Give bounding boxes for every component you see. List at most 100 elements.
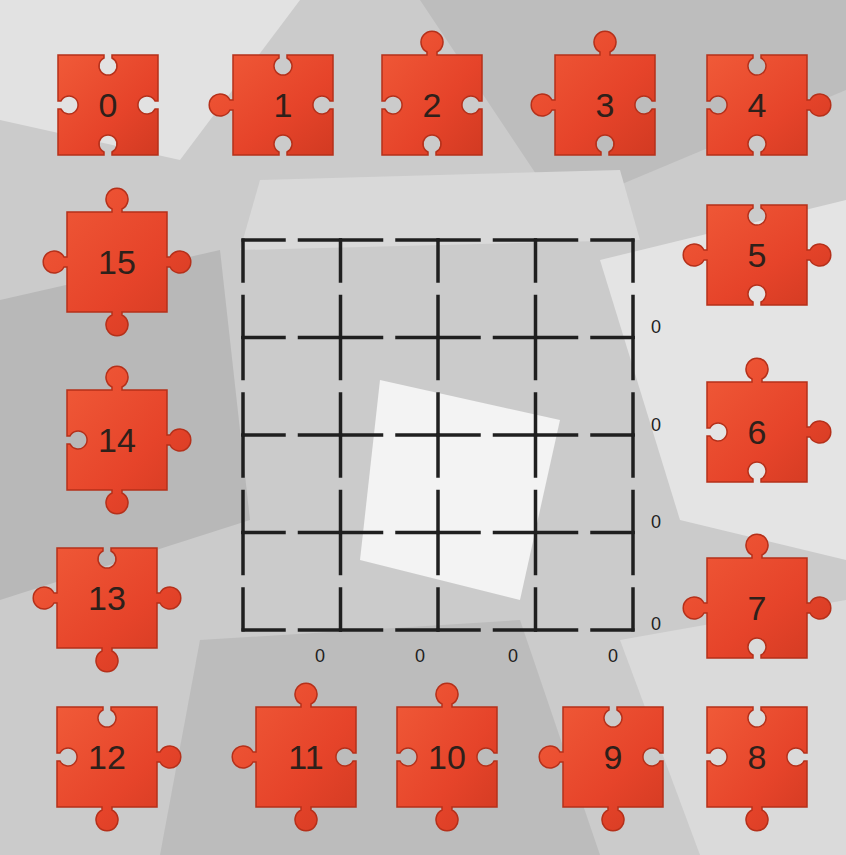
- grid-line: [436, 295, 440, 339]
- grid-count: 0: [415, 647, 425, 665]
- grid-line: [590, 238, 634, 242]
- grid-line: [241, 239, 245, 283]
- grid-count: 0: [651, 615, 661, 633]
- grid-line: [631, 239, 635, 283]
- piece-number: 15: [98, 245, 136, 279]
- puzzle-piece: 14: [67, 390, 167, 490]
- grid-line: [241, 531, 245, 575]
- grid-line: [437, 531, 481, 535]
- piece-number: 8: [748, 740, 767, 774]
- grid-line: [436, 490, 440, 534]
- grid-line: [241, 434, 245, 478]
- puzzle-piece: 5: [707, 205, 807, 305]
- grid-line: [339, 587, 343, 631]
- grid-line: [298, 336, 342, 340]
- piece-shape: [67, 366, 191, 514]
- grid-line: [631, 434, 635, 478]
- grid-line: [493, 238, 537, 242]
- grid-line: [436, 336, 440, 380]
- grid-line: [534, 238, 578, 242]
- grid-line: [631, 490, 635, 534]
- grid-line: [339, 336, 343, 380]
- piece-number: 13: [88, 581, 126, 615]
- grid-line: [241, 295, 245, 339]
- grid-line: [298, 531, 342, 535]
- grid-line: [298, 238, 342, 242]
- piece-number: 7: [748, 591, 767, 625]
- piece-shape: [683, 205, 831, 305]
- grid-line: [242, 628, 286, 632]
- grid-line: [242, 433, 286, 437]
- grid-count: 0: [608, 647, 618, 665]
- grid-line: [339, 392, 343, 436]
- piece-shape: [33, 548, 181, 672]
- grid-line: [339, 433, 383, 437]
- grid-line: [241, 392, 245, 436]
- piece-number: 9: [604, 740, 623, 774]
- grid-line: [436, 587, 440, 631]
- grid-line: [534, 531, 538, 575]
- grid-line: [437, 238, 481, 242]
- grid-line: [437, 336, 481, 340]
- puzzle-piece: 10: [397, 707, 497, 807]
- grid-line: [436, 531, 440, 575]
- grid-line: [437, 628, 481, 632]
- grid-line: [241, 587, 245, 631]
- piece-shape: [43, 188, 191, 336]
- grid-line: [493, 336, 537, 340]
- grid-line: [590, 531, 634, 535]
- piece-number: 4: [748, 88, 767, 122]
- piece-shape: [57, 707, 181, 831]
- piece-number: 10: [428, 740, 466, 774]
- grid-line: [242, 531, 286, 535]
- grid-line: [534, 295, 538, 339]
- piece-number: 1: [274, 88, 293, 122]
- piece-number: 2: [423, 88, 442, 122]
- puzzle-piece: 12: [57, 707, 157, 807]
- piece-number: 14: [98, 423, 136, 457]
- piece-number: 5: [748, 238, 767, 272]
- puzzle-piece: 4: [707, 55, 807, 155]
- grid-line: [631, 392, 635, 436]
- puzzle-piece: 3: [555, 55, 655, 155]
- grid-line: [590, 628, 634, 632]
- grid-line: [298, 628, 342, 632]
- piece-shape: [209, 55, 333, 155]
- grid-line: [339, 238, 383, 242]
- grid-line: [242, 336, 286, 340]
- grid-count: 0: [315, 647, 325, 665]
- grid-line: [631, 531, 635, 575]
- grid-line: [339, 531, 343, 575]
- grid-line: [436, 239, 440, 283]
- piece-number: 6: [748, 415, 767, 449]
- grid-line: [339, 490, 343, 534]
- grid-line: [534, 392, 538, 436]
- grid-line: [534, 628, 578, 632]
- grid-line: [534, 531, 578, 535]
- piece-shape: [707, 707, 807, 831]
- grid-line: [631, 336, 635, 380]
- piece-shape: [232, 683, 356, 831]
- grid-count: 0: [651, 416, 661, 434]
- grid-line: [395, 433, 439, 437]
- grid-line: [436, 434, 440, 478]
- grid-line: [590, 336, 634, 340]
- grid-line: [241, 336, 245, 380]
- grid-count: 0: [651, 318, 661, 336]
- grid-line: [436, 392, 440, 436]
- grid-line: [534, 336, 578, 340]
- grid-line: [241, 490, 245, 534]
- puzzle-piece: 8: [707, 707, 807, 807]
- piece-shape: [683, 534, 831, 658]
- grid-line: [395, 628, 439, 632]
- grid-line: [631, 295, 635, 339]
- grid-line: [339, 239, 343, 283]
- piece-number: 12: [88, 740, 126, 774]
- grid-line: [534, 587, 538, 631]
- puzzle-piece: 9: [563, 707, 663, 807]
- puzzle-piece: 13: [57, 548, 157, 648]
- piece-shape: [707, 358, 831, 482]
- piece-shape: [382, 31, 482, 155]
- grid-line: [395, 336, 439, 340]
- piece-shape: [707, 55, 831, 155]
